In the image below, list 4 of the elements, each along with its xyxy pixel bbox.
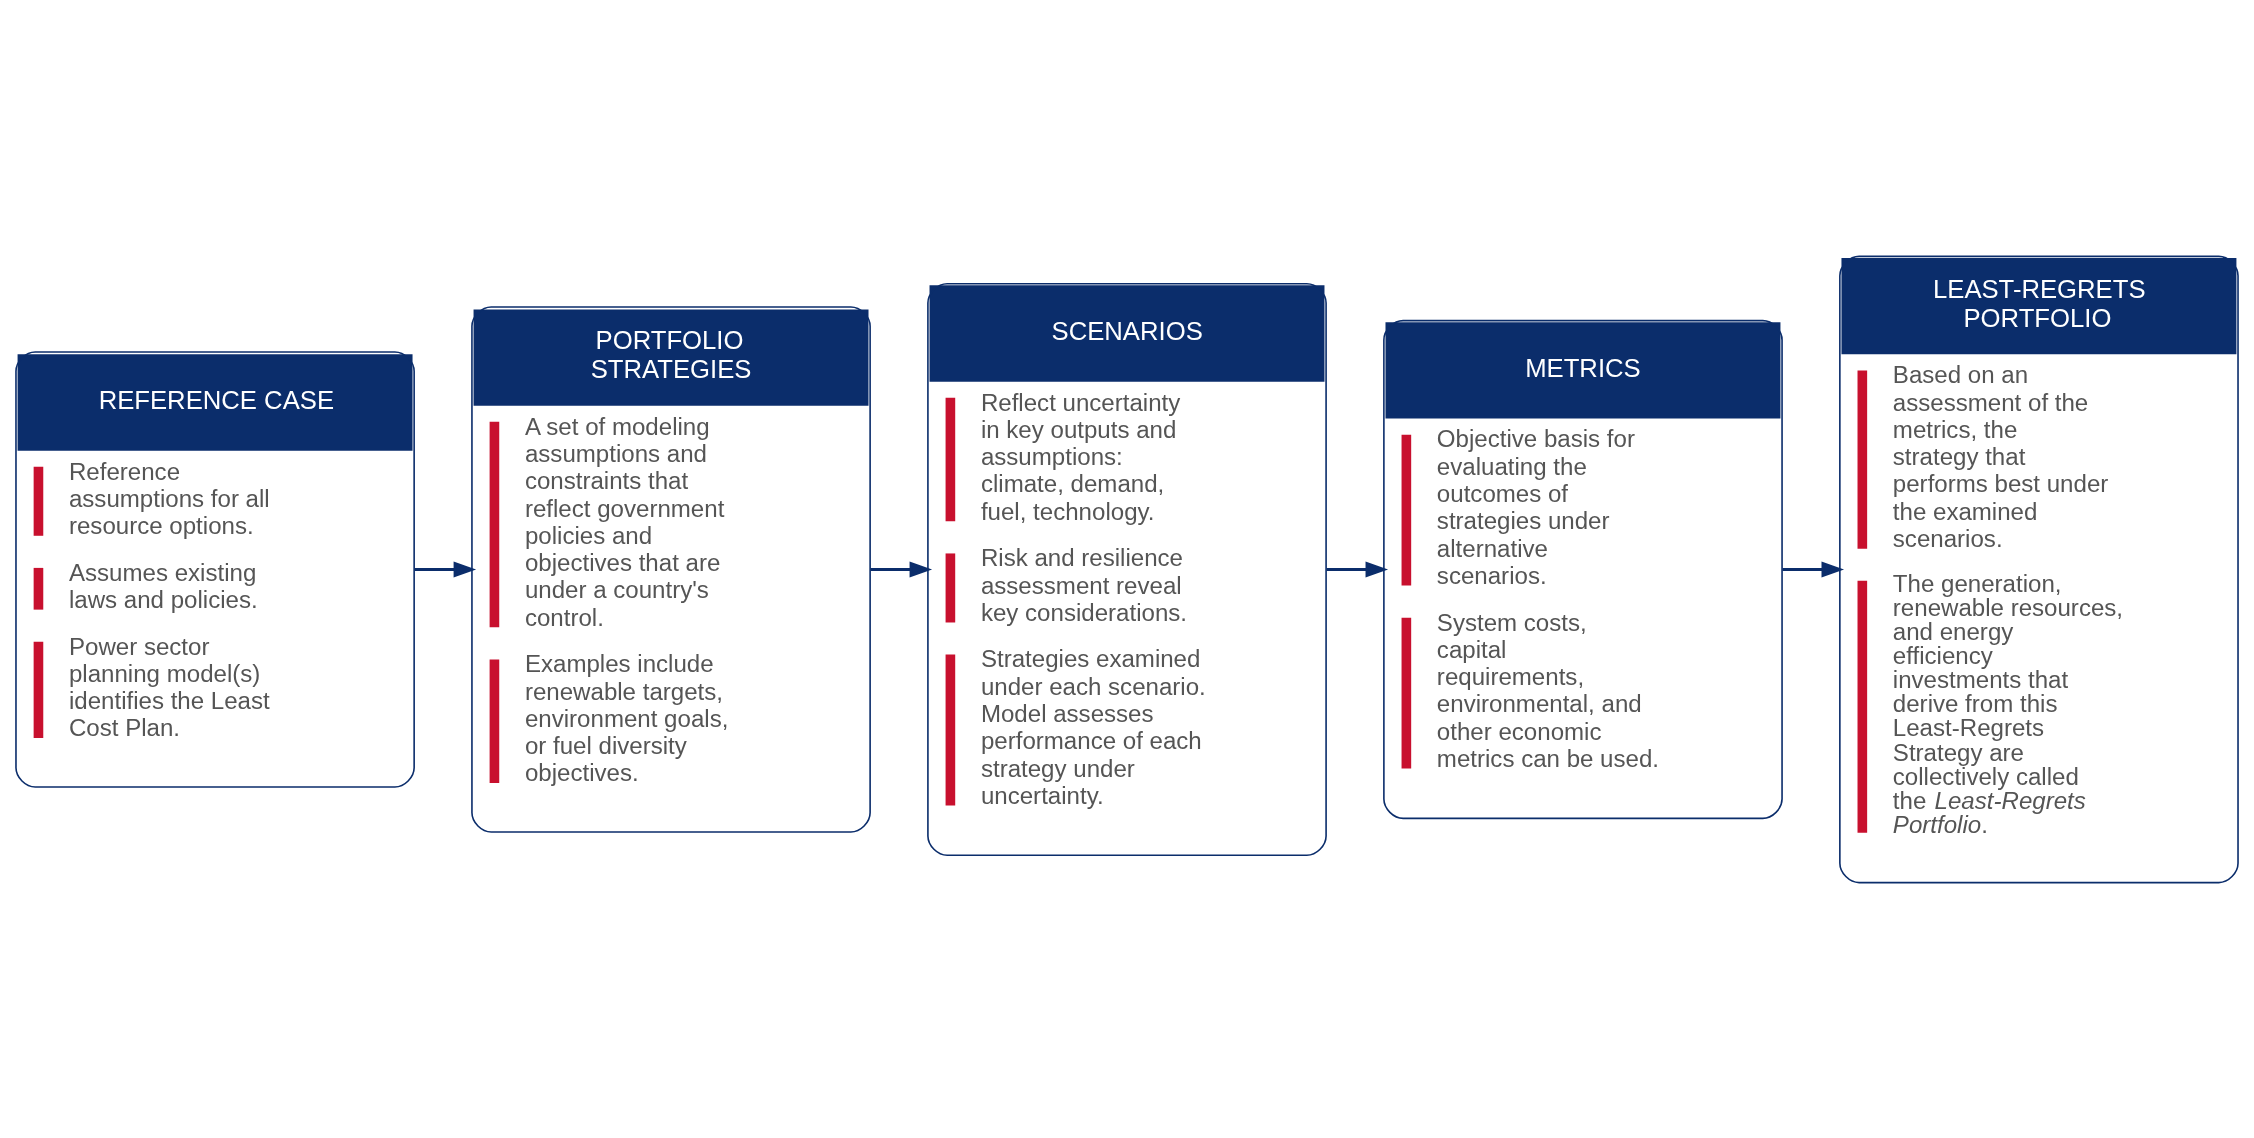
arrow [870,561,933,577]
arrow [414,561,477,577]
arrow [1782,561,1844,577]
arrow [1326,561,1389,577]
